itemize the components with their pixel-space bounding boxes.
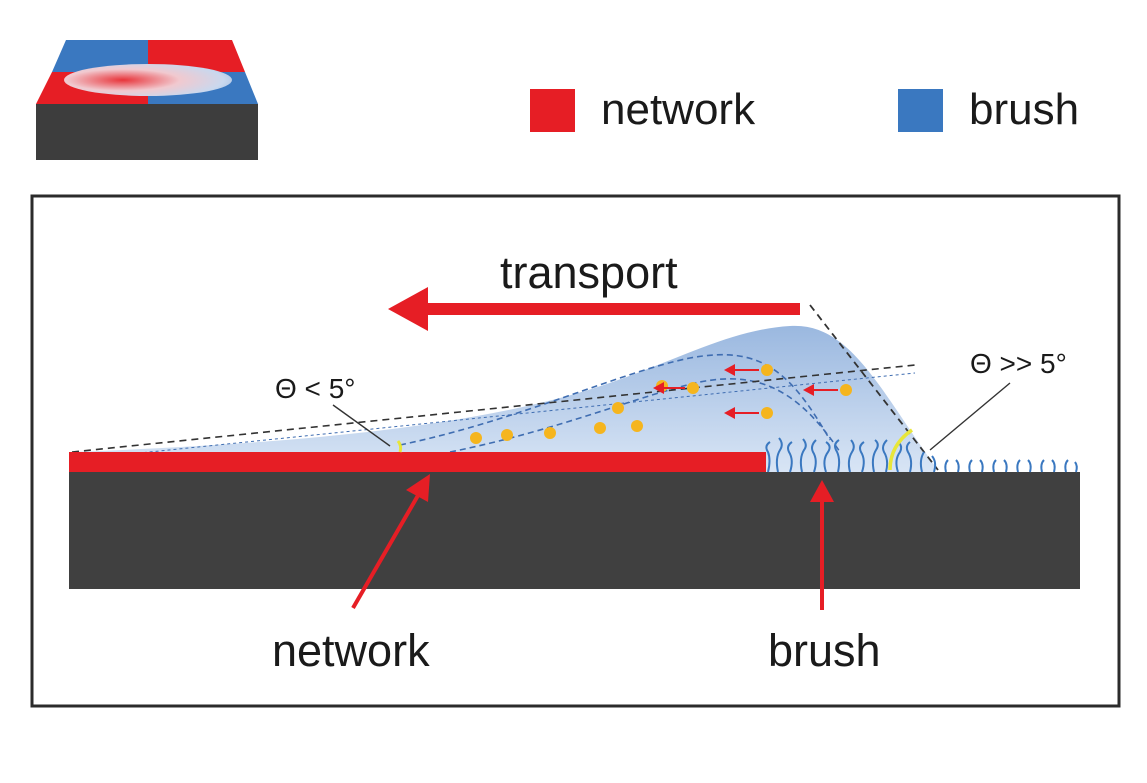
angle-high-leader	[929, 382, 1011, 451]
legend-brush-swatch	[898, 88, 943, 132]
brush-label: brush	[768, 625, 881, 676]
network-layer	[69, 452, 766, 472]
particles	[470, 364, 852, 444]
legend-brush: brush	[898, 88, 1079, 132]
legend-network-label: network	[601, 85, 756, 134]
legend-network-swatch	[530, 88, 575, 132]
angle-low-label: Θ < 5°	[275, 373, 356, 404]
legend-brush-label: brush	[969, 85, 1080, 134]
transport-label: transport	[500, 247, 678, 298]
droplet-contour-1	[399, 353, 831, 446]
legend-network: network	[530, 88, 755, 132]
angle-low-leader	[332, 404, 391, 447]
network-label: network	[272, 625, 430, 676]
brush-layer	[765, 437, 1078, 473]
transport-arrow	[388, 287, 800, 331]
particle-flow-arrows	[653, 364, 838, 419]
contact-angle-marker-low	[396, 440, 403, 453]
angle-high-label: Θ >> 5°	[970, 348, 1067, 379]
substrate-block	[69, 472, 1080, 589]
patterned-substrate-icon	[36, 40, 258, 160]
network-pointer-arrow	[351, 474, 430, 610]
contact-angle-marker-high	[888, 428, 914, 471]
droplet	[72, 325, 935, 472]
tangent-line-low	[71, 364, 916, 453]
tangent-line-high	[809, 304, 939, 471]
brush-pointer-arrow	[810, 480, 834, 610]
